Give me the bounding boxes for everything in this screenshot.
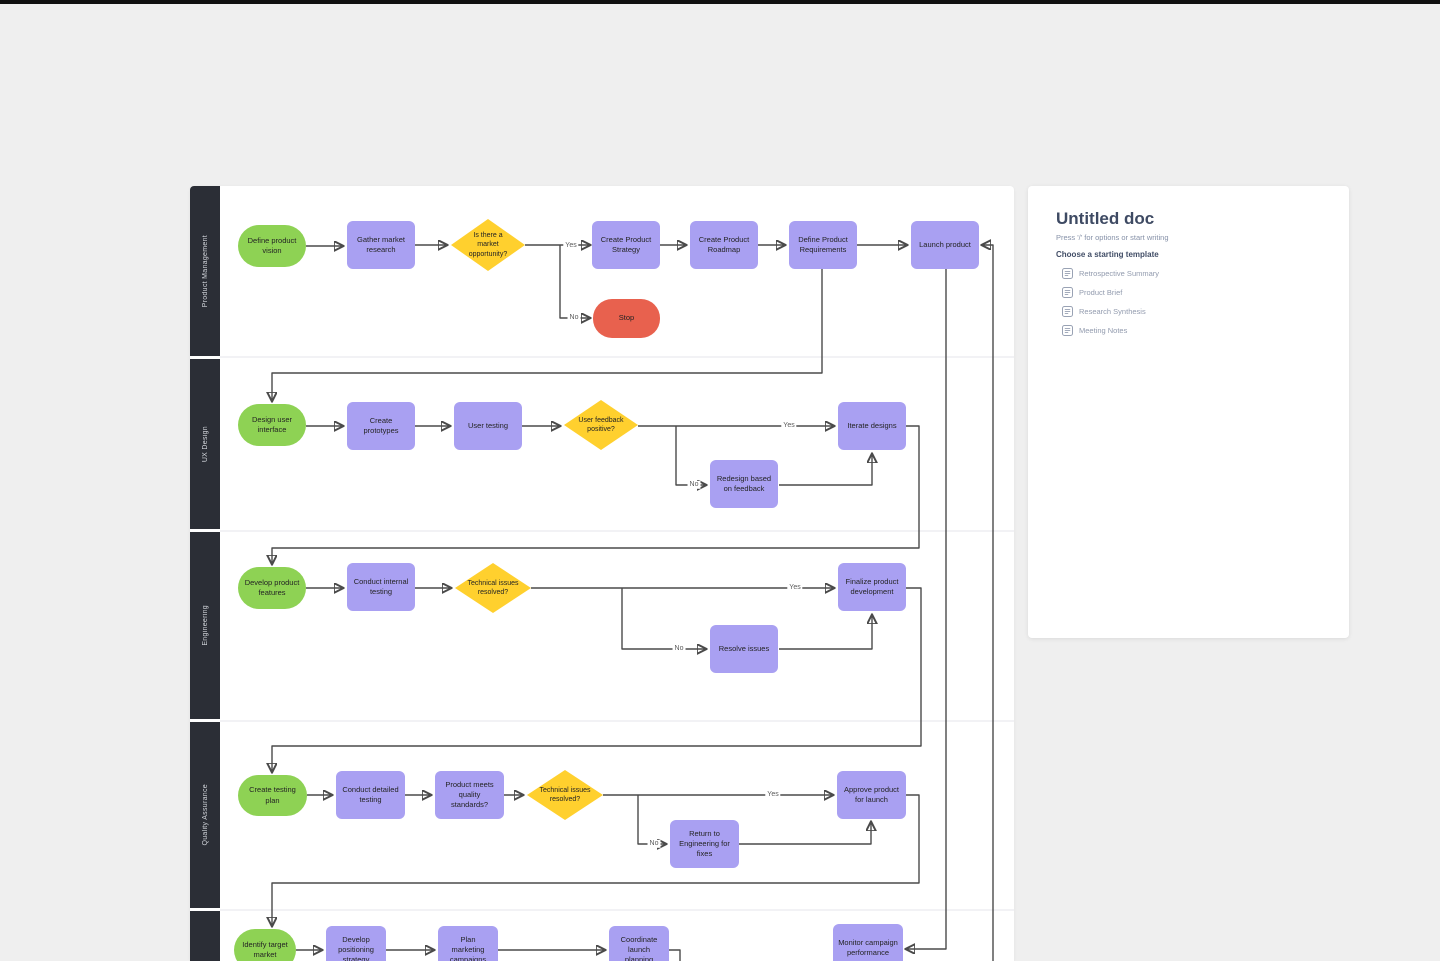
template-label: Research Synthesis (1079, 306, 1146, 316)
node-coordinate-launch-planning[interactable]: Coordinate launch planning (609, 926, 669, 961)
templates-heading: Choose a starting template (1056, 250, 1159, 259)
lane-quality-assurance[interactable]: Quality Assurance (190, 722, 220, 908)
node-plan-marketing-campaigns[interactable]: Plan marketing campaigns (438, 926, 498, 961)
template-label: Product Brief (1079, 287, 1123, 297)
document-panel: Untitled doc Press '/' for options or st… (1028, 186, 1349, 638)
node-create-prototypes[interactable]: Create prototypes (347, 402, 415, 450)
edge-label-no: No (567, 313, 581, 323)
node-resolve-issues[interactable]: Resolve issues (710, 625, 778, 673)
top-bar (0, 0, 1440, 4)
document-icon (1062, 286, 1073, 298)
edge-label-yes: Yes (765, 790, 781, 800)
lane-label: Product Management (201, 234, 209, 308)
template-research-synthesis[interactable]: Research Synthesis (1062, 304, 1282, 318)
lane-label: Engineering (201, 605, 209, 646)
lane-product-management[interactable]: Product Management (190, 186, 220, 356)
node-gather-market-research[interactable]: Gather market research (347, 221, 415, 269)
lane-divider (220, 356, 1014, 358)
node-develop-product-features[interactable]: Develop product features (238, 567, 306, 609)
lane-marketing[interactable] (190, 911, 220, 961)
node-define-product-requirements[interactable]: Define Product Requirements (789, 221, 857, 269)
node-create-testing-plan[interactable]: Create testing plan (238, 775, 307, 816)
node-design-user-interface[interactable]: Design user interface (238, 404, 306, 446)
node-iterate-designs[interactable]: Iterate designs (838, 402, 906, 450)
document-icon (1062, 324, 1073, 336)
node-approve-product-for-launch[interactable]: Approve product for launch (837, 771, 906, 819)
flowchart-canvas[interactable]: Product Management UX Design Engineering… (190, 186, 1014, 961)
template-product-brief[interactable]: Product Brief (1062, 285, 1282, 299)
lane-divider (220, 720, 1014, 722)
document-icon (1062, 267, 1073, 279)
node-create-product-roadmap[interactable]: Create Product Roadmap (690, 221, 758, 269)
doc-title[interactable]: Untitled doc (1056, 209, 1155, 228)
edge-label-yes: Yes (781, 421, 797, 431)
node-conduct-internal-testing[interactable]: Conduct internal testing (347, 563, 415, 611)
lane-engineering[interactable]: Engineering (190, 532, 220, 719)
edge-label-no: No (647, 839, 661, 849)
node-finalize-product-development[interactable]: Finalize product development (838, 563, 906, 611)
template-label: Retrospective Summary (1079, 268, 1160, 278)
node-redesign-based-on-feedback[interactable]: Redesign based on feedback (710, 460, 778, 508)
template-meeting-notes[interactable]: Meeting Notes (1062, 323, 1282, 337)
edge-label-yes: Yes (563, 241, 579, 251)
node-identify-target-market[interactable]: Identify target market (234, 929, 296, 961)
edge-label-no: No (687, 480, 701, 490)
doc-editor-hint[interactable]: Press '/' for options or start writing (1056, 233, 1169, 242)
edge-label-no: No (672, 644, 686, 654)
edge-label-yes: Yes (787, 583, 803, 593)
lane-label: Quality Assurance (201, 784, 209, 846)
lane-ux-design[interactable]: UX Design (190, 359, 220, 529)
node-create-product-strategy[interactable]: Create Product Strategy (592, 221, 660, 269)
document-icon (1062, 305, 1073, 317)
node-define-product-vision[interactable]: Define product vision (238, 225, 306, 267)
node-monitor-campaign-performance[interactable]: Monitor campaign performance (833, 924, 903, 961)
node-launch-product[interactable]: Launch product (911, 221, 979, 269)
template-retrospective-summary[interactable]: Retrospective Summary (1062, 266, 1282, 280)
node-product-meets-quality-standards[interactable]: Product meets quality standards? (435, 771, 504, 819)
lane-label: UX Design (201, 425, 209, 463)
node-conduct-detailed-testing[interactable]: Conduct detailed testing (336, 771, 405, 819)
node-stop[interactable]: Stop (593, 299, 660, 338)
lane-divider (220, 909, 1014, 911)
template-label: Meeting Notes (1079, 325, 1128, 335)
lane-divider (220, 530, 1014, 532)
node-return-to-engineering[interactable]: Return to Engineering for fixes (670, 820, 739, 868)
node-develop-positioning-strategy[interactable]: Develop positioning strategy (326, 926, 386, 961)
node-user-testing[interactable]: User testing (454, 402, 522, 450)
